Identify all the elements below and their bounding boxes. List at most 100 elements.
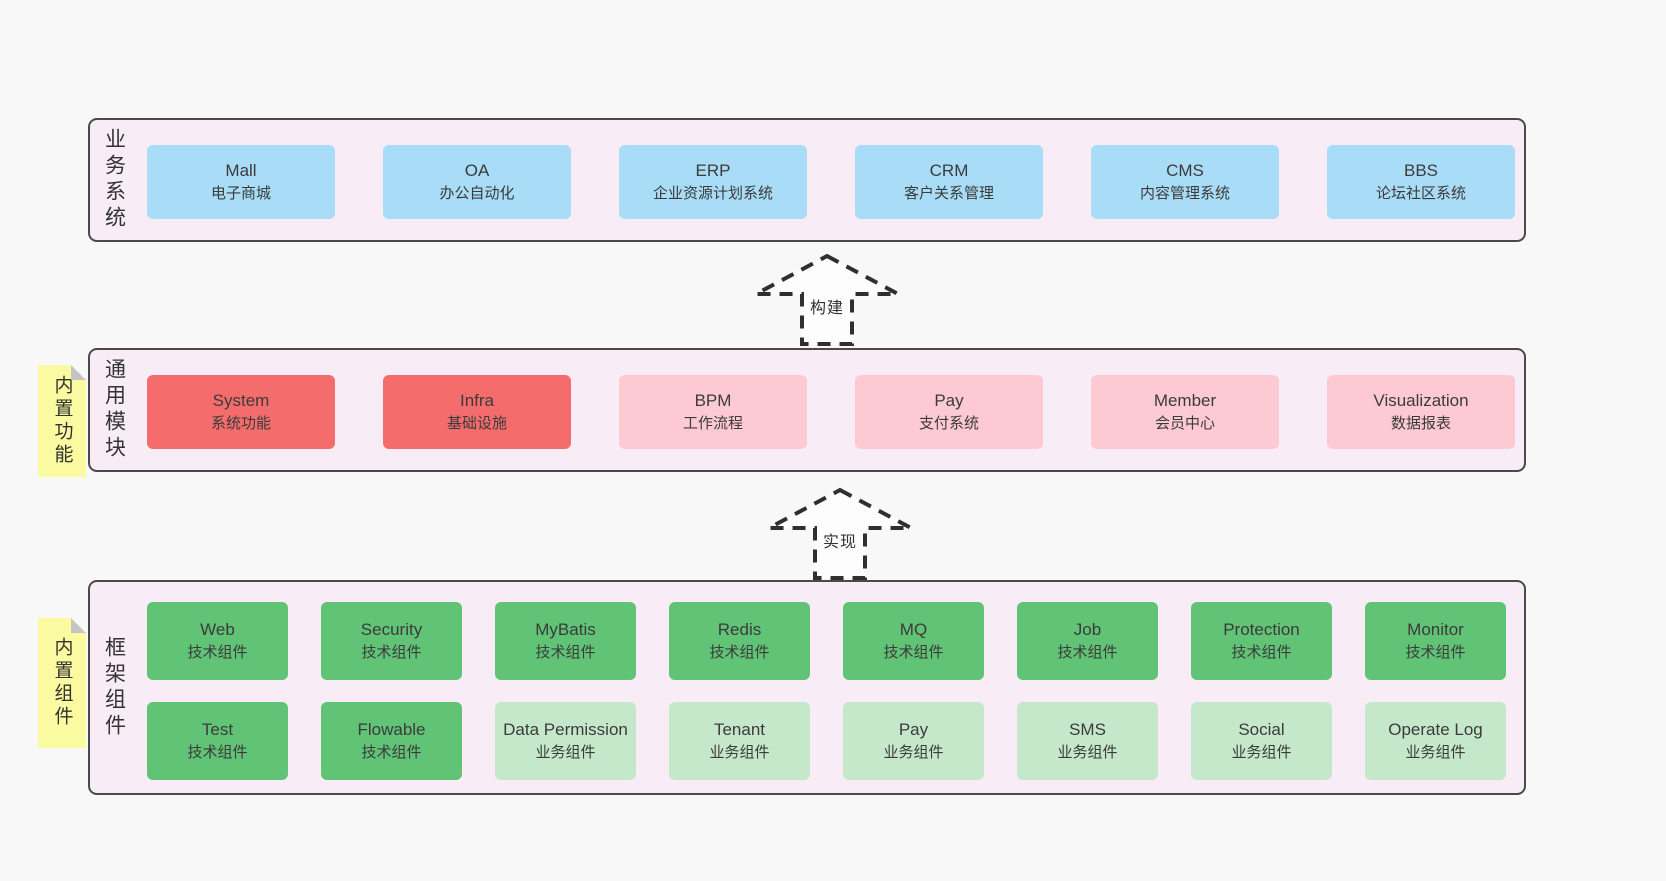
module-box-bpm: BPM 工作流程 (619, 375, 807, 449)
module-name: Monitor (1407, 620, 1464, 639)
module-name: Infra (459, 391, 495, 410)
module-name: Visualization (1373, 391, 1469, 410)
module-name: SMS (1069, 720, 1106, 739)
module-desc: 技术组件 (1057, 644, 1118, 661)
sticky-note-built-in-components: 内置组件 (38, 618, 86, 748)
arrow-implement: 实现 (767, 487, 913, 580)
module-desc: 基础设施 (446, 415, 507, 432)
module-name: CMS (1166, 161, 1204, 180)
module-desc: 论坛社区系统 (1375, 185, 1466, 202)
module-desc: 业务组件 (709, 744, 770, 761)
module-name: Flowable (357, 720, 426, 739)
module-name: Job (1073, 620, 1102, 639)
block-arrow-up-icon (768, 487, 912, 580)
module-name: BPM (694, 391, 732, 410)
module-desc: 业务组件 (535, 744, 596, 761)
module-desc: 企业资源计划系统 (652, 185, 773, 202)
module-desc: 办公自动化 (439, 185, 515, 202)
module-name: Member (1153, 391, 1217, 410)
module-desc: 支付系统 (918, 415, 979, 432)
module-desc: 电子商城 (210, 185, 271, 202)
module-name: Tenant (713, 720, 766, 739)
layer-common-modules: 通用模块 System 系统功能 Infra 基础设施 BPM 工作流程 Pay 支付系统 Me… (88, 348, 1526, 472)
module-box-crm: CRM 客户关系管理 (855, 145, 1043, 219)
module-desc: 内容管理系统 (1139, 185, 1230, 202)
module-name: BBS (1403, 161, 1439, 180)
module-desc: 技术组件 (1231, 644, 1292, 661)
module-name: MQ (899, 620, 928, 639)
module-desc: 技术组件 (709, 644, 770, 661)
module-box-infra: Infra 基础设施 (383, 375, 571, 449)
module-name: Protection (1223, 620, 1300, 639)
module-box-pay: Pay 支付系统 (855, 375, 1043, 449)
module-box-member: Member 会员中心 (1091, 375, 1279, 449)
module-box-visualization: Visualization 数据报表 (1327, 375, 1515, 449)
arrow-build-label: 构建 (809, 300, 844, 317)
module-box-tenant: Tenant 业务组件 (669, 702, 810, 780)
module-box-cms: CMS 内容管理系统 (1091, 145, 1279, 219)
module-name: Operate Log (1388, 720, 1483, 739)
module-box-sms: SMS 业务组件 (1017, 702, 1158, 780)
module-box-pay: Pay 业务组件 (843, 702, 984, 780)
module-name: CRM (929, 161, 969, 180)
arrow-build: 构建 (754, 253, 900, 346)
module-name: Mall (225, 161, 257, 180)
module-box-test: Test 技术组件 (147, 702, 288, 780)
module-name: Pay (934, 391, 964, 410)
module-box-mq: MQ 技术组件 (843, 602, 984, 680)
module-desc: 数据报表 (1390, 415, 1451, 432)
module-name: MyBatis (535, 620, 596, 639)
module-box-redis: Redis 技术组件 (669, 602, 810, 680)
module-name: ERP (695, 161, 731, 180)
module-desc: 会员中心 (1154, 415, 1215, 432)
module-box-protection: Protection 技术组件 (1191, 602, 1332, 680)
module-box-operate-log: Operate Log 业务组件 (1365, 702, 1506, 780)
module-name: Web (200, 620, 235, 639)
module-box-mybatis: MyBatis 技术组件 (495, 602, 636, 680)
module-name: System (212, 391, 270, 410)
module-name: Social (1238, 720, 1285, 739)
module-box-web: Web 技术组件 (147, 602, 288, 680)
module-box-data-permission: Data Permission 业务组件 (495, 702, 636, 780)
module-box-social: Social 业务组件 (1191, 702, 1332, 780)
module-desc: 技术组件 (187, 744, 248, 761)
module-desc: 客户关系管理 (903, 185, 994, 202)
module-box-job: Job 技术组件 (1017, 602, 1158, 680)
module-desc: 技术组件 (187, 644, 248, 661)
layer-label-framework-components: 框架组件 (102, 635, 126, 740)
module-name: Pay (898, 720, 929, 739)
module-desc: 业务组件 (1057, 744, 1118, 761)
module-box-system: System 系统功能 (147, 375, 335, 449)
module-name: Test (201, 720, 234, 739)
module-name: Data Permission (503, 720, 628, 739)
module-desc: 工作流程 (682, 415, 743, 432)
module-desc: 技术组件 (361, 744, 422, 761)
module-desc: 业务组件 (1405, 744, 1466, 761)
module-desc: 技术组件 (1405, 644, 1466, 661)
module-name: Security (360, 620, 423, 639)
module-desc: 系统功能 (210, 415, 271, 432)
arrow-implement-label: 实现 (822, 534, 857, 551)
module-box-security: Security 技术组件 (321, 602, 462, 680)
sticky-note-built-in-features: 内置功能 (38, 365, 86, 477)
module-desc: 业务组件 (883, 744, 944, 761)
layer-label-common-modules: 通用模块 (102, 358, 126, 462)
module-desc: 技术组件 (883, 644, 944, 661)
module-box-monitor: Monitor 技术组件 (1365, 602, 1506, 680)
module-box-mall: Mall 电子商城 (147, 145, 335, 219)
common-modules-row: System 系统功能 Infra 基础设施 BPM 工作流程 Pay 支付系统 Member 会… (147, 375, 1516, 449)
module-box-erp: ERP 企业资源计划系统 (619, 145, 807, 219)
module-box-bbs: BBS 论坛社区系统 (1327, 145, 1515, 219)
module-desc: 技术组件 (535, 644, 596, 661)
module-desc: 业务组件 (1231, 744, 1292, 761)
module-desc: 技术组件 (361, 644, 422, 661)
module-name: Redis (717, 620, 762, 639)
block-arrow-up-icon (755, 253, 899, 346)
module-box-flowable: Flowable 技术组件 (321, 702, 462, 780)
